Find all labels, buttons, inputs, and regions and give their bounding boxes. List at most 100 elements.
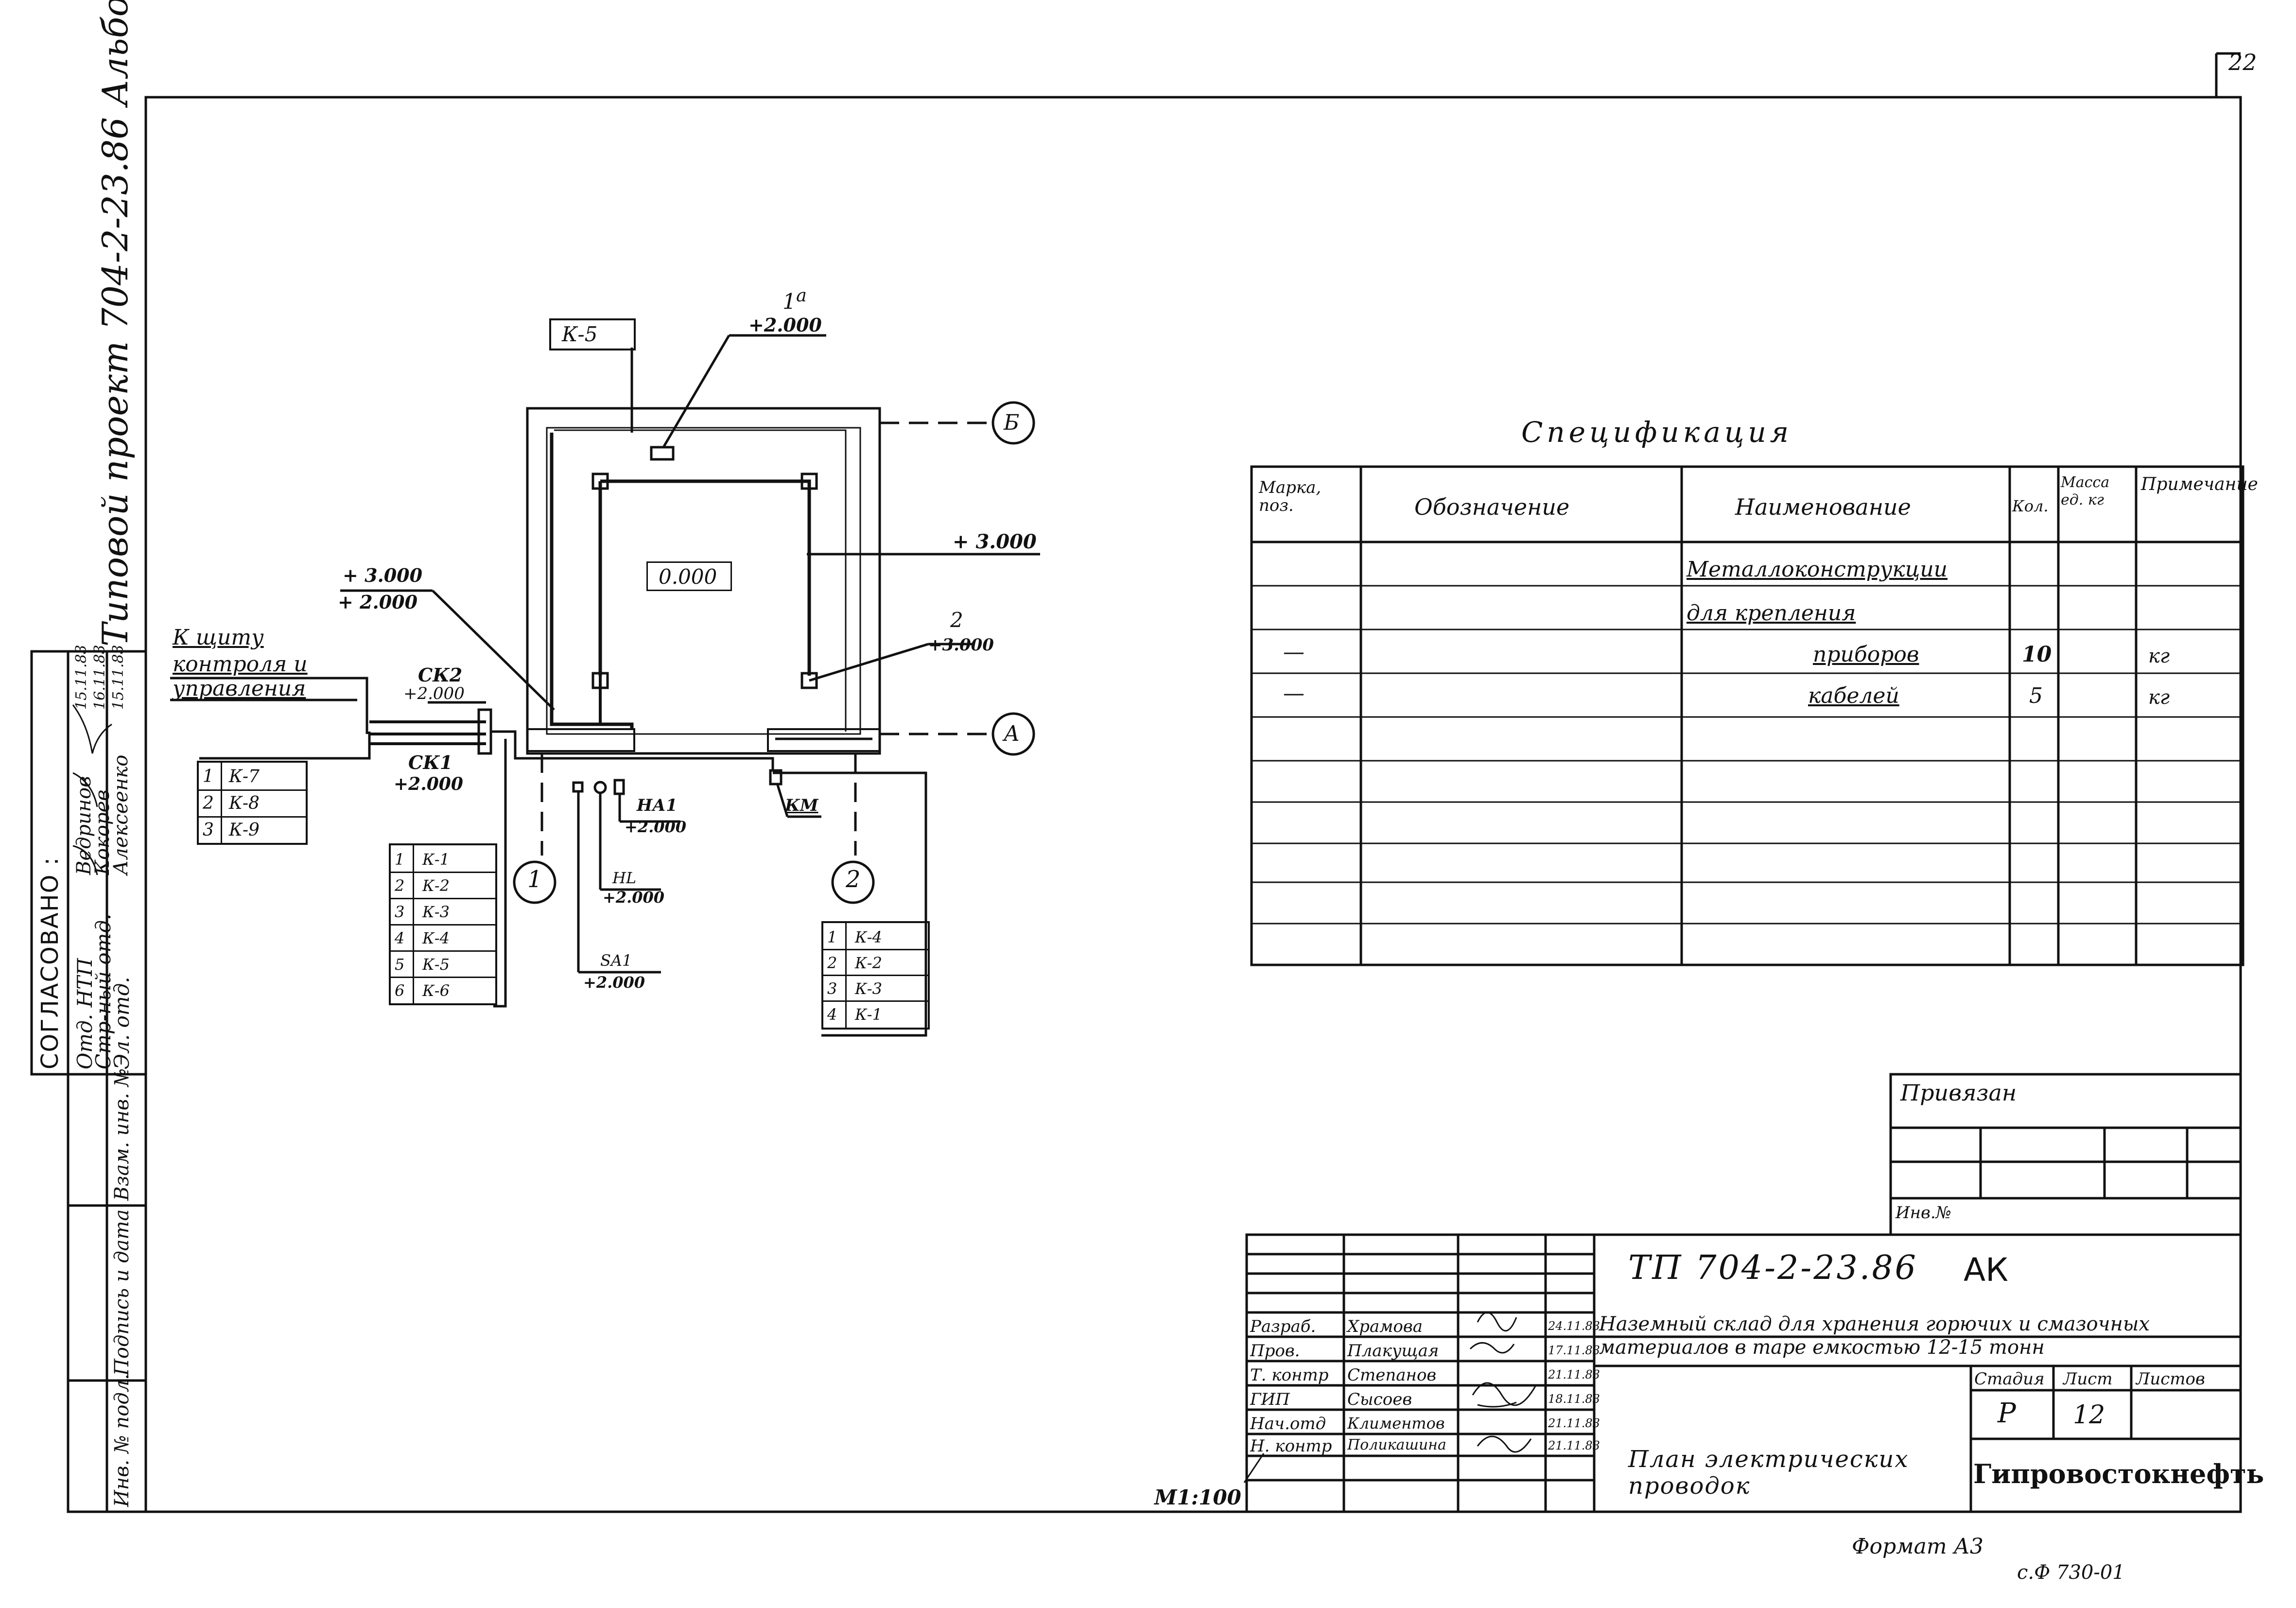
stage-header: Стадия	[1974, 1369, 2045, 1389]
cable-left-n1: 1	[203, 767, 214, 787]
mark-1a: 1а	[783, 285, 807, 315]
spec-col-note: Примечание	[2141, 474, 2258, 494]
elev-3000-right: + 3.000	[953, 530, 1037, 553]
mark-2: 2	[950, 608, 963, 632]
cable-right-n3: 3	[827, 979, 837, 998]
tb-date-6: 21.11.83	[1548, 1439, 1600, 1452]
spec-col-name: Наименование	[1735, 494, 1911, 520]
tb-date-1: 24.11.83	[1548, 1319, 1600, 1333]
ha1-label: НА1	[637, 796, 678, 815]
cable-mid-n6: 6	[395, 981, 405, 1000]
scale-label: М1:100	[1154, 1486, 1241, 1509]
doc-mark: АК	[1964, 1251, 2009, 1289]
ck2-elev: +2.000	[403, 684, 465, 703]
tb-name-5: Климентов	[1347, 1414, 1445, 1433]
axis-b-label: Б	[1004, 410, 1020, 435]
cable-right-k3: К-3	[855, 979, 882, 998]
sheet-title: План электрических проводок	[1628, 1446, 1909, 1500]
doc-code: ТП 704-2-23.86	[1628, 1249, 1918, 1287]
to-panel-line-1: К щиту	[173, 625, 264, 650]
spec-table-frame	[1250, 465, 2244, 966]
cable-table-right: 1 К-4 2 К-2 3 К-3 4 К-1	[821, 921, 930, 1030]
tb-role-1: Разраб.	[1250, 1317, 1316, 1336]
cable-right-k4: К-1	[855, 1005, 882, 1024]
spec-col-mass: Масса ед. кг	[2061, 474, 2110, 508]
axis-2-label: 2	[846, 866, 861, 893]
spec-row3-qty: 10	[2022, 642, 2052, 667]
spec-col-mark: Марка, поз.	[1259, 478, 1322, 516]
cable-left-n3: 3	[203, 820, 214, 840]
org-name: Гипровостокнефть	[1973, 1458, 2264, 1489]
spec-row4-qty: 5	[2029, 683, 2043, 708]
cable-mid-k4: К-4	[422, 929, 450, 947]
cable-table-mid: 1 К-1 2 К-2 3 К-3 4 К-4 5 К-5 6 К-6	[389, 843, 497, 1005]
spec-col-qty: Кол.	[2012, 497, 2049, 515]
elev-2000-left: + 2.000	[338, 591, 418, 613]
tb-name-3: Степанов	[1347, 1365, 1437, 1385]
tb-date-5: 21.11.83	[1548, 1416, 1600, 1430]
cable-right-k1: К-4	[855, 928, 882, 946]
ck1-elev: +2.000	[394, 774, 463, 794]
elev-1a: +2.000	[748, 314, 822, 336]
k5-label: К-5	[562, 322, 598, 346]
spec-row3-mark: —	[1283, 640, 1305, 664]
ck1-label: СК1	[408, 752, 453, 773]
cable-mid-k6: К-6	[422, 981, 450, 1000]
spec-row4-name: кабелей	[1808, 683, 1899, 708]
tb-role-4: ГИП	[1250, 1390, 1290, 1409]
tb-date-4: 18.11.83	[1548, 1392, 1600, 1406]
mark-1a-sup: а	[796, 285, 807, 306]
spec-row2-name: для крепления	[1687, 601, 1856, 626]
spec-row3-note: кг	[2148, 645, 2170, 667]
cable-mid-k5: К-5	[422, 955, 450, 974]
stamp-podpis-data: Подпись и дата	[111, 1209, 133, 1376]
stage-value: Р	[1998, 1398, 2016, 1429]
page-number: 22	[2228, 49, 2257, 75]
floor-elev: 0.000	[659, 565, 717, 589]
cable-mid-k1: К-1	[422, 850, 450, 869]
elev-3000-left: + 3.000	[343, 564, 423, 586]
tb-name-2: Плакущая	[1347, 1341, 1439, 1361]
spec-row4-note: кг	[2148, 686, 2170, 709]
cable-left-k2: К-8	[229, 793, 260, 813]
axis-1-label: 1	[527, 866, 542, 893]
cable-mid-n2: 2	[395, 876, 405, 895]
stamp-vzam-inv: Взам. инв. №	[111, 1068, 133, 1201]
format-label: Формат А3	[1852, 1534, 1983, 1559]
cable-mid-n4: 4	[395, 929, 405, 947]
hl-label: НL	[612, 869, 637, 887]
tb-role-6: Н. контр	[1250, 1436, 1332, 1456]
project-title: Типовой проект 704-2-23.86 Альбом I	[95, 0, 136, 647]
tb-date-2: 17.11.83	[1548, 1344, 1600, 1357]
to-panel-line-2: контроля и	[173, 652, 308, 677]
sheets-header: Листов	[2136, 1369, 2205, 1389]
axis-b-bubble	[991, 401, 1035, 445]
object-name: Наземный склад для хранения горючих и см…	[1599, 1313, 2150, 1359]
tb-name-4: Сысоев	[1347, 1390, 1412, 1409]
spec-col-designation: Обозначение	[1414, 494, 1570, 520]
drawing-frame	[144, 96, 2242, 1513]
tb-name-1: Храмова	[1347, 1317, 1423, 1336]
km-label: КМ	[785, 796, 818, 815]
hl-elev: +2.000	[603, 888, 665, 907]
building-outer	[526, 407, 881, 755]
cable-left-k1: К-7	[229, 767, 260, 787]
code-stamp: с.Ф 730-01	[2017, 1561, 2125, 1584]
cable-mid-n5: 5	[395, 955, 405, 974]
cable-right-n4: 4	[827, 1005, 837, 1024]
tb-name-6: Поликашина	[1347, 1436, 1446, 1453]
tb-role-2: Пров.	[1250, 1341, 1300, 1361]
approval-date-2: 16.11.83	[91, 645, 108, 710]
mark-1a-num: 1	[783, 289, 796, 315]
axis-a-bubble	[991, 712, 1035, 756]
tb-role-3: Т. контр	[1250, 1365, 1329, 1385]
sheet-value: 12	[2073, 1400, 2105, 1430]
approval-dept-3: Эл. отд.	[110, 977, 134, 1069]
cable-mid-k3: К-3	[422, 903, 450, 921]
sa1-label: SA1	[600, 951, 632, 970]
ha1-elev: +2.000	[625, 818, 687, 836]
cable-right-n1: 1	[827, 928, 837, 946]
spec-row3-name: приборов	[1813, 642, 1919, 667]
cable-mid-k2: К-2	[422, 876, 450, 895]
